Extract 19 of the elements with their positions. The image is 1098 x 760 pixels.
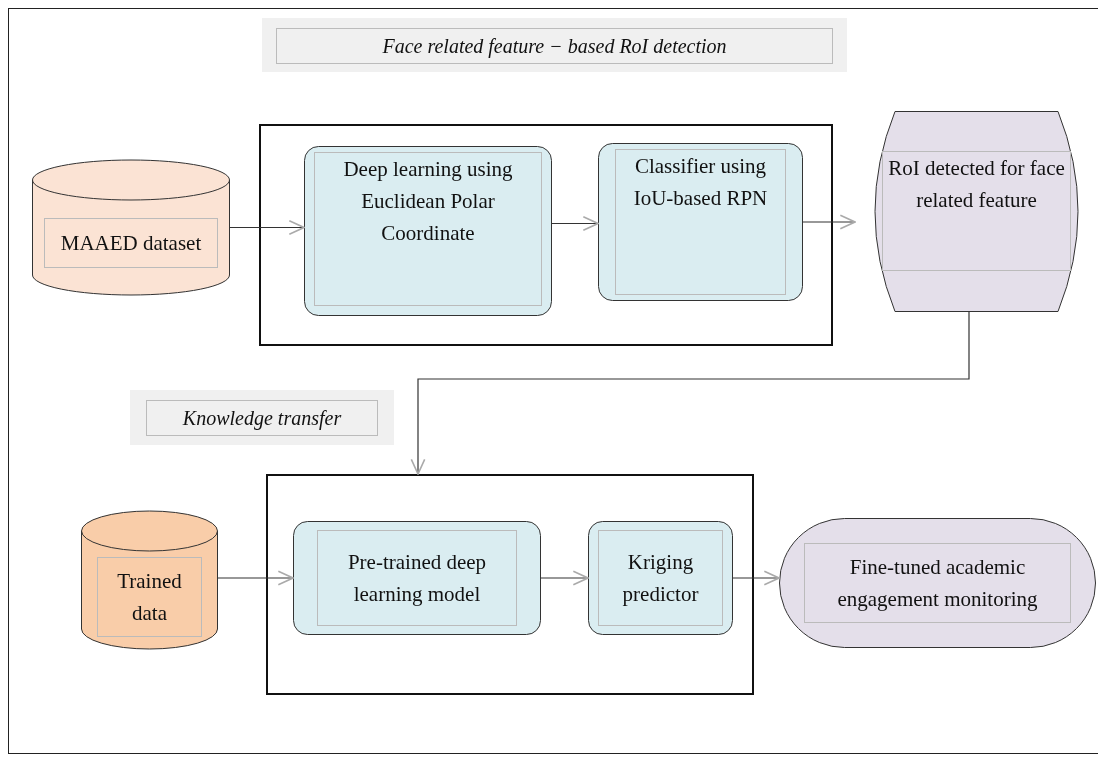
node-text: Classifier using IoU-based RPN [615,149,786,295]
node-text: Deep learning using Euclidean Polar Coordinate [314,152,542,306]
node-text: MAAED dataset [44,218,218,268]
node-text: Fine-tuned academic engagement monitoring [804,543,1071,623]
arrow [802,214,856,230]
node-text: Kriging predictor [598,530,723,626]
arrow [732,570,780,586]
node-text: Trained data [97,557,202,637]
arrow [551,216,599,231]
arrow [217,570,294,586]
group-frame [259,124,833,346]
arrow [540,570,589,586]
node-text: RoI detected for face related feature [882,151,1071,271]
node-text: Pre-trained deep learning model [317,530,517,626]
heading-text: Knowledge transfer [146,400,378,436]
heading-text: Face related feature − based RoI detection [276,28,833,64]
arrow [229,220,305,235]
arrow [410,311,970,475]
group-frame [266,474,754,695]
